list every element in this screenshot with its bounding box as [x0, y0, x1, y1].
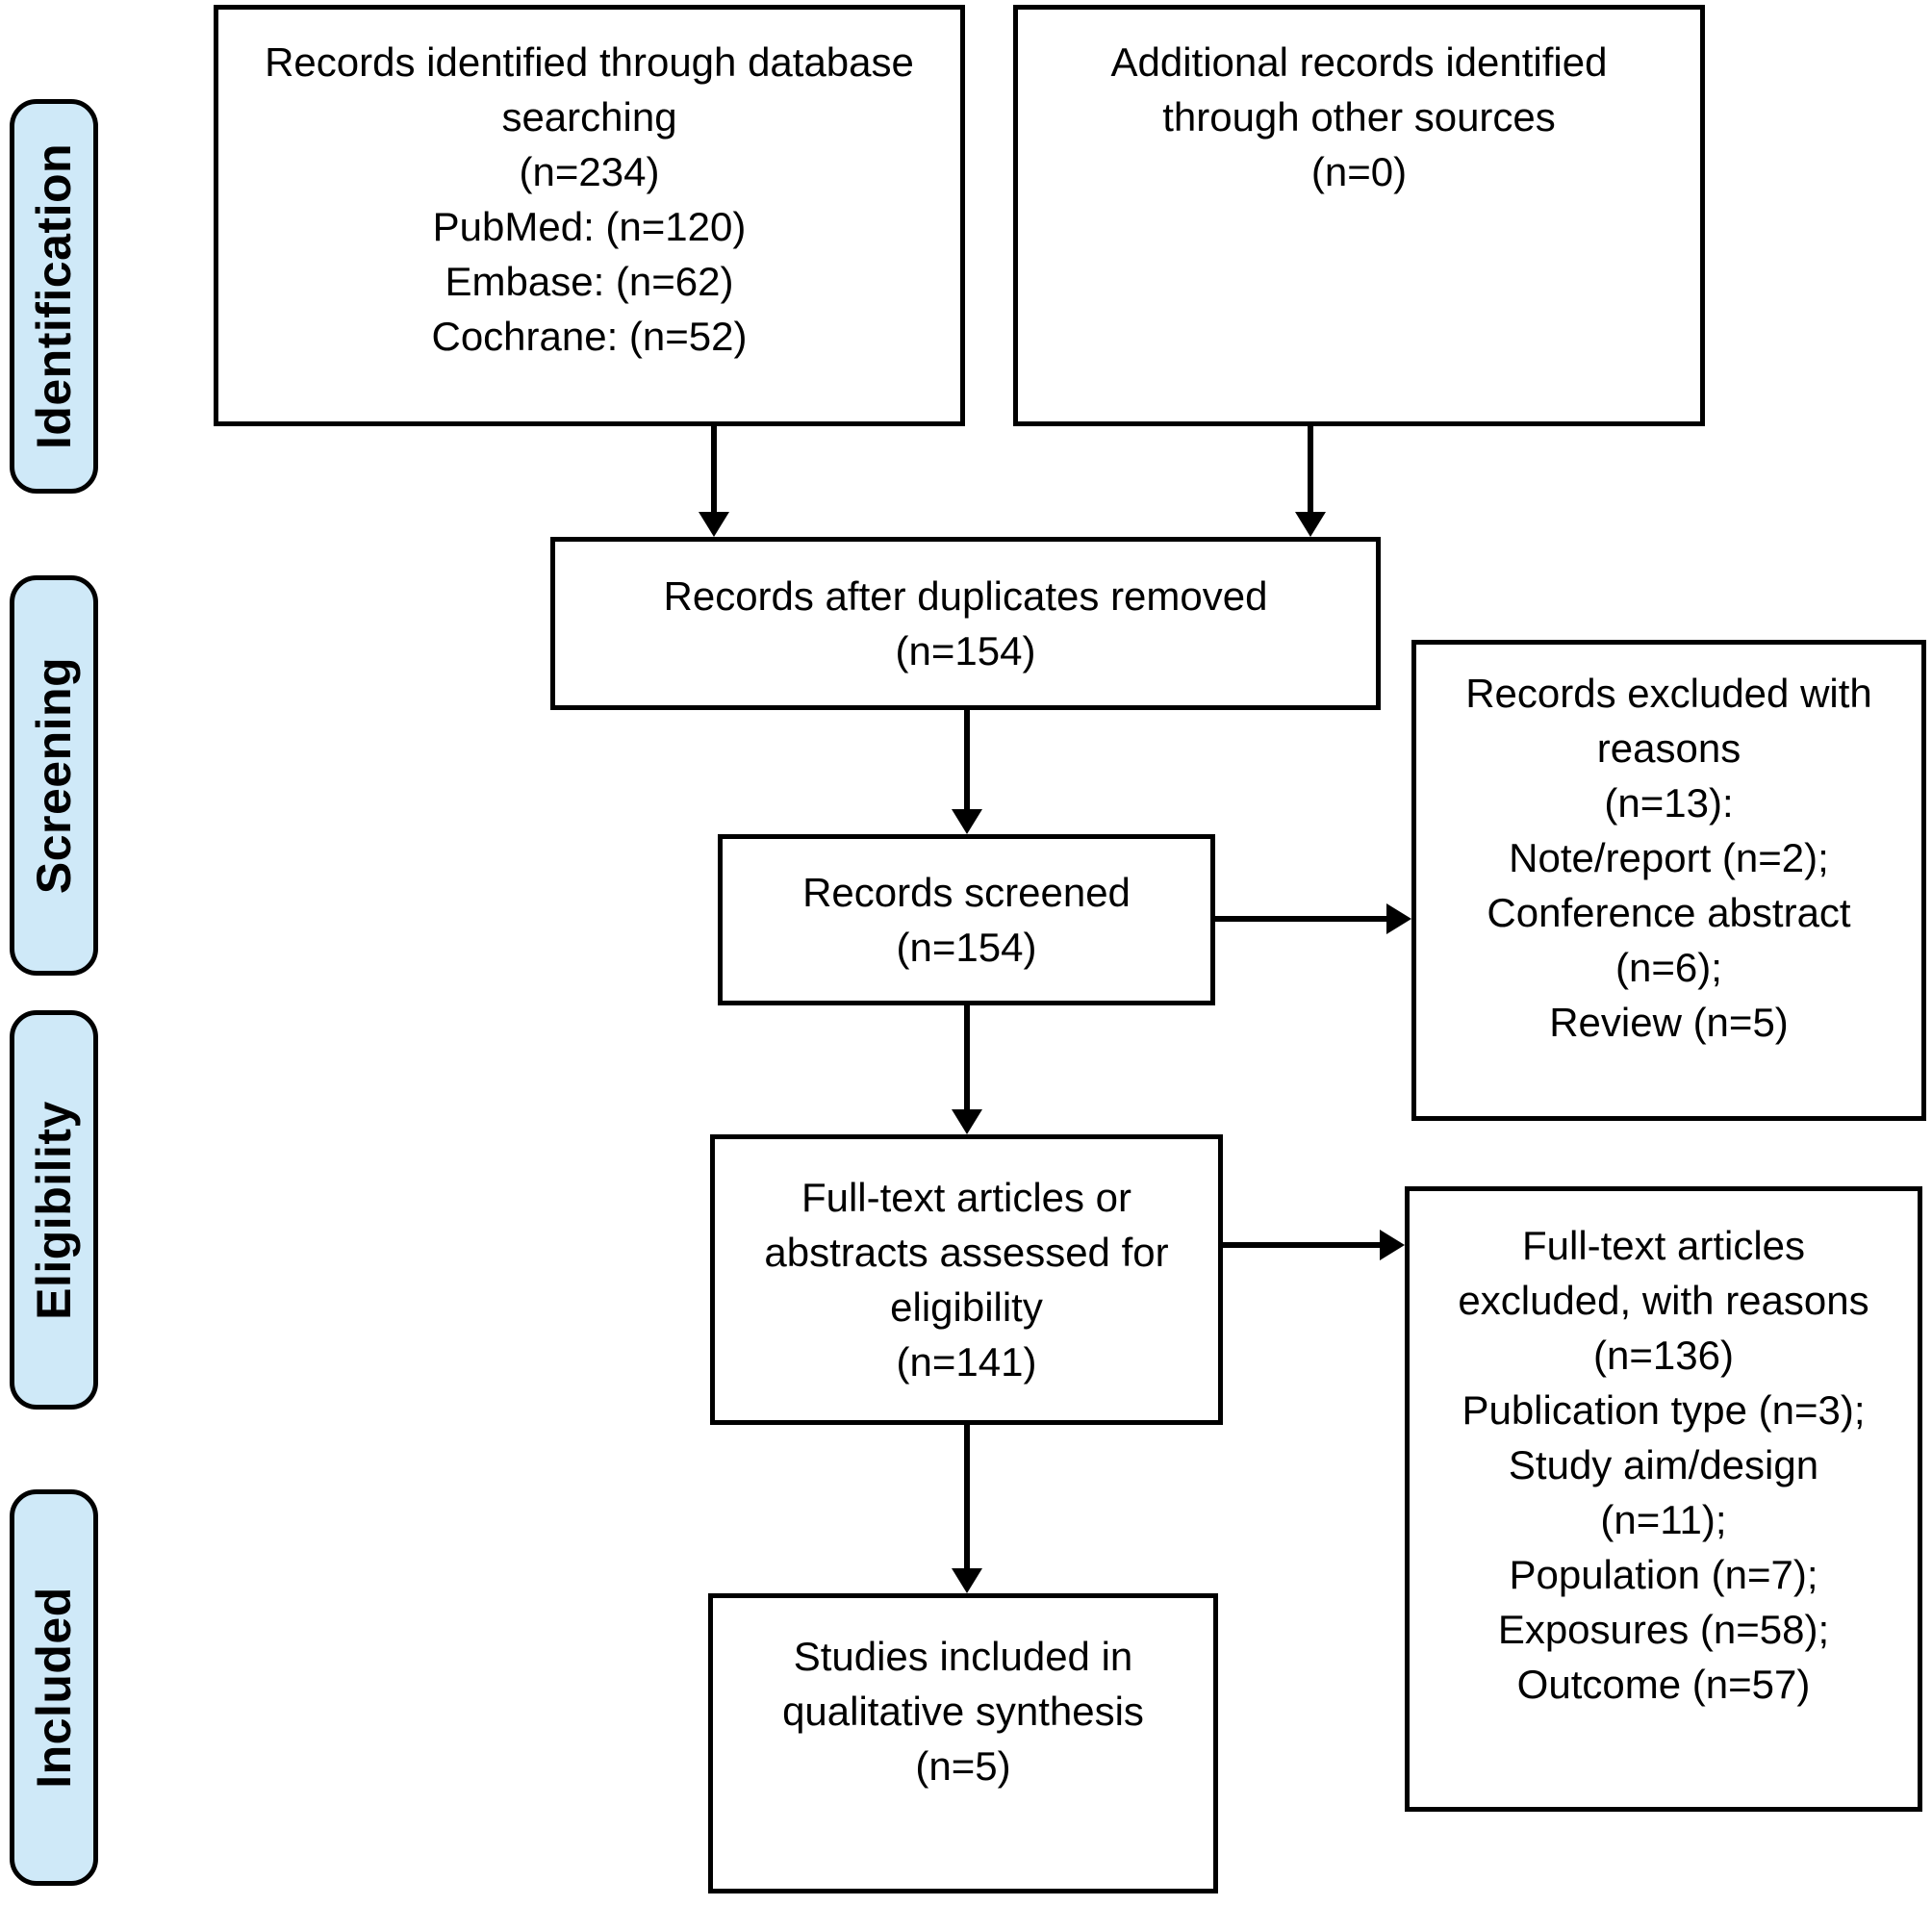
box-fulltext-excluded-reasons-text: Full-text articles excluded, with reason… — [1458, 1223, 1869, 1707]
box-records-after-duplicates-text: Records after duplicates removed (n=154) — [663, 573, 1268, 673]
arrow-screened-to-fulltext-stem — [964, 1005, 970, 1111]
stage-label-screening: Screening — [10, 575, 98, 976]
box-fulltext-assessed-eligibility: Full-text articles or abstracts assessed… — [710, 1134, 1223, 1425]
arrow-duplicates-to-screened-arrowhead-icon — [952, 809, 982, 834]
box-records-excluded-reasons: Records excluded with reasons (n=13): No… — [1411, 640, 1926, 1121]
arrow-other-sources-to-duplicates-arrowhead-icon — [1295, 512, 1326, 537]
stage-label-included: Included — [10, 1489, 98, 1886]
box-records-screened: Records screened (n=154) — [718, 834, 1215, 1005]
stage-label-screening-text: Screening — [27, 656, 81, 895]
box-fulltext-assessed-eligibility-text: Full-text articles or abstracts assessed… — [764, 1175, 1169, 1385]
box-additional-records-other-sources: Additional records identified through ot… — [1013, 5, 1705, 426]
box-studies-included-qualitative-text: Studies included in qualitative synthesi… — [782, 1634, 1144, 1789]
box-additional-records-other-sources-text: Additional records identified through ot… — [1110, 39, 1608, 194]
arrow-fulltext-to-excluded-arrowhead-icon — [1380, 1230, 1405, 1260]
box-records-after-duplicates: Records after duplicates removed (n=154) — [550, 537, 1381, 710]
box-studies-included-qualitative: Studies included in qualitative synthesi… — [708, 1593, 1218, 1893]
box-records-identified-database: Records identified through database sear… — [214, 5, 965, 426]
arrow-fulltext-to-included-arrowhead-icon — [952, 1568, 982, 1593]
box-records-excluded-reasons-text: Records excluded with reasons (n=13): No… — [1465, 671, 1872, 1045]
box-records-identified-database-text: Records identified through database sear… — [265, 39, 914, 359]
stage-label-eligibility: Eligibility — [10, 1010, 98, 1410]
arrow-screened-to-excluded-arrowhead-icon — [1386, 903, 1411, 934]
box-fulltext-excluded-reasons: Full-text articles excluded, with reason… — [1405, 1186, 1922, 1812]
arrow-screened-to-excluded-stem — [1215, 916, 1388, 922]
stage-label-eligibility-text: Eligibility — [27, 1100, 81, 1320]
arrow-other-sources-to-duplicates-stem — [1308, 426, 1313, 518]
arrow-database-to-duplicates-arrowhead-icon — [699, 512, 729, 537]
arrow-screened-to-fulltext-arrowhead-icon — [952, 1109, 982, 1134]
arrow-fulltext-to-excluded-stem — [1223, 1242, 1382, 1248]
stage-label-identification-text: Identification — [27, 142, 82, 450]
arrow-fulltext-to-included-stem — [964, 1425, 970, 1570]
stage-label-included-text: Included — [27, 1587, 82, 1789]
arrow-duplicates-to-screened-stem — [964, 710, 970, 811]
box-records-screened-text: Records screened (n=154) — [802, 870, 1131, 970]
stage-label-identification: Identification — [10, 99, 98, 494]
arrow-database-to-duplicates-stem — [711, 426, 717, 518]
